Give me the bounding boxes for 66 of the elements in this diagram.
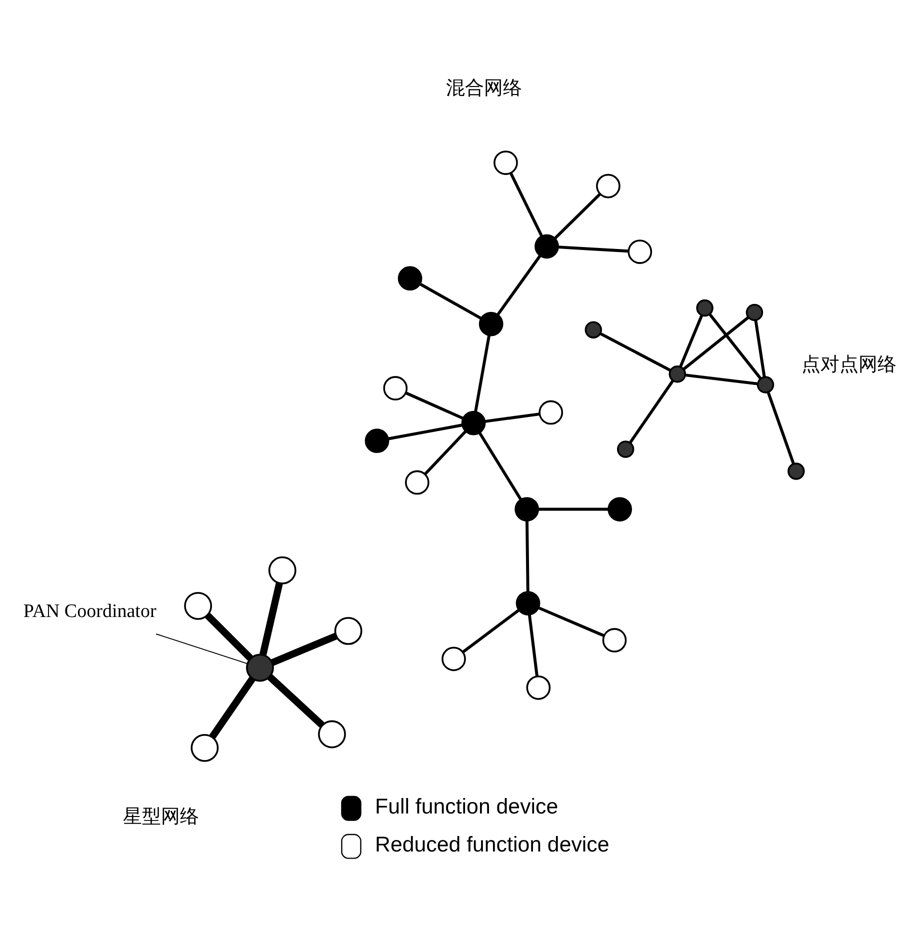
node-circle [478, 312, 503, 336]
node-circle [596, 174, 620, 198]
label: 点对点网络 [800, 354, 896, 376]
node-circle [584, 321, 602, 338]
node-circle [787, 462, 804, 480]
connector [628, 380, 674, 444]
node-circle [515, 591, 540, 616]
connector [599, 332, 670, 372]
node-circle [756, 376, 774, 394]
connector [478, 432, 522, 500]
node-circle [526, 675, 550, 700]
legend-label: Reduced function device [374, 832, 609, 857]
connector [418, 282, 482, 320]
connector [155, 634, 248, 664]
connector [766, 392, 794, 464]
connector [496, 254, 541, 316]
node-circle [696, 299, 713, 317]
node-circle [441, 646, 466, 672]
label: 星型网络 [122, 806, 199, 828]
node-circle [190, 734, 218, 762]
node-circle [514, 497, 539, 522]
connector [404, 392, 464, 420]
connector [684, 374, 758, 386]
connector [525, 520, 529, 592]
connector [474, 334, 490, 412]
node-circle [460, 410, 486, 436]
legend-label: Full function device [374, 794, 558, 819]
node-circle [616, 440, 634, 458]
connector [558, 246, 628, 253]
connector [388, 424, 462, 440]
connector [508, 172, 543, 237]
connector [259, 582, 282, 656]
connector [754, 320, 766, 378]
node-circle [627, 240, 652, 264]
node-circle [184, 592, 212, 620]
connector [270, 632, 337, 666]
connector [678, 314, 703, 368]
connector [708, 314, 762, 380]
node-circle [602, 628, 626, 652]
connector [204, 612, 252, 661]
node-text: PAN Coordinator [22, 600, 156, 622]
connector [462, 608, 520, 654]
node-circle [745, 304, 763, 322]
node-circle [364, 428, 389, 454]
connector [554, 192, 601, 240]
node-circle [668, 366, 686, 383]
label: 混合网络 [445, 76, 522, 99]
connector [484, 412, 540, 423]
node-circle [397, 266, 422, 291]
node-circle [334, 616, 362, 645]
node-circle [404, 470, 429, 495]
connector [682, 316, 749, 370]
node-circle [246, 654, 274, 682]
connector [538, 606, 604, 638]
node-circle [493, 150, 518, 175]
node-circle [268, 556, 296, 584]
node-circle [382, 376, 408, 400]
connector [266, 674, 324, 728]
connector [538, 508, 608, 511]
node-circle [318, 720, 346, 748]
connector [527, 614, 538, 676]
node-circle [534, 234, 558, 259]
connector [208, 676, 255, 739]
node-circle [607, 497, 632, 522]
connector [423, 430, 466, 476]
node-circle [538, 400, 563, 425]
